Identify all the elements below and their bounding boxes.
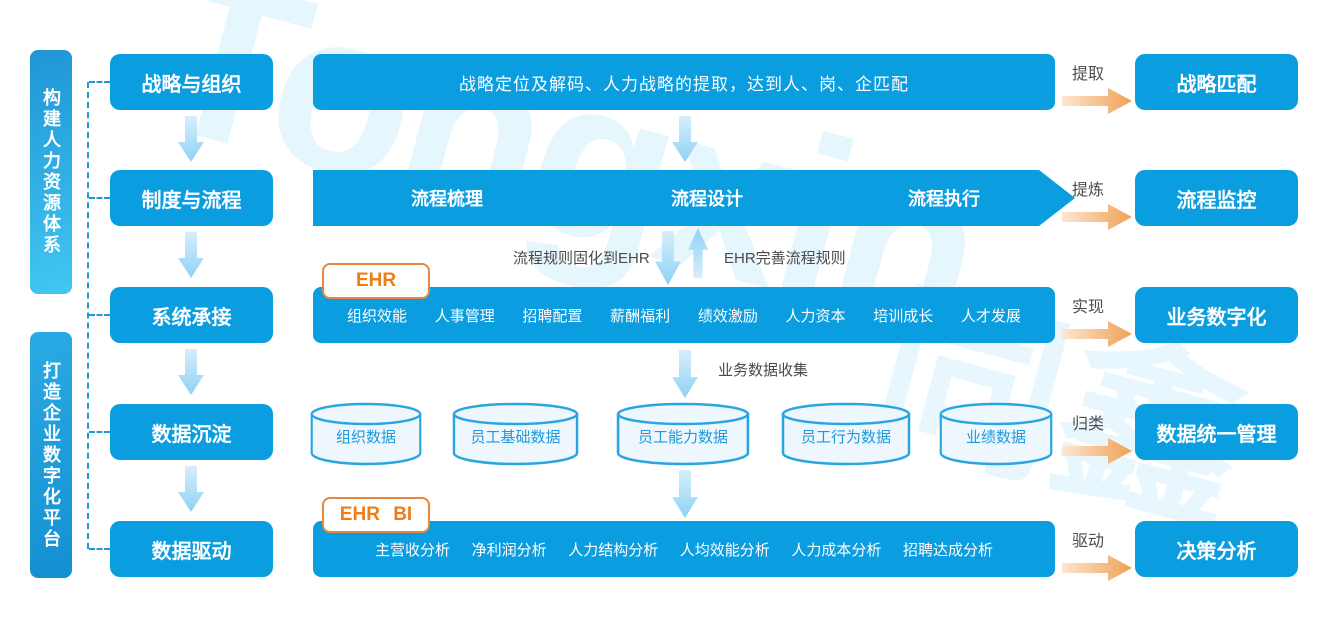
right-arrow-icon [1062,204,1132,230]
db-cylinder-performance-data: 业绩数据 [939,402,1053,466]
cylinder-label: 员工行为数据 [800,429,891,446]
up-arrow-icon [688,228,708,278]
stage-data-drive: 数据驱动 [110,521,273,577]
dashed-connector-stub [89,197,110,199]
chevron-process-execute: 流程执行 [793,170,1075,226]
cylinder-label: 员工基础数据 [470,429,561,446]
module-item: 主营收分析 [375,541,451,559]
sidebar-group-hr-system: 构建人力资源体系 [30,50,72,294]
down-arrow-icon [672,116,698,162]
data-collect-note: 业务数据收集 [718,362,809,379]
output-arrow-label: 驱动 [1071,533,1104,550]
process-chevron-row: 流程梳理 流程设计 流程执行 [313,170,1055,226]
dashed-connector-stub [89,548,110,550]
down-arrow-icon [178,232,204,278]
result-business-digital: 业务数字化 [1135,287,1298,343]
ehr-tag: EHR [322,263,430,299]
module-item: 人事管理 [434,307,495,325]
output-arrow-label: 提炼 [1071,182,1104,199]
bi-modules-bar: 主营收分析 净利润分析 人力结构分析 人均效能分析 人力成本分析 招聘达成分析 [313,521,1055,577]
dashed-connector-line [87,82,89,549]
cylinder-label: 组织数据 [335,429,396,446]
strategy-bar: 战略定位及解码、人力战略的提取，达到人、岗、企匹配 [313,54,1055,110]
result-decision-analysis: 决策分析 [1135,521,1298,577]
module-item: 人才发展 [960,307,1021,325]
module-item: 招聘配置 [522,307,583,325]
dashed-connector-stub [89,81,110,83]
module-item: 薪酬福利 [610,307,671,325]
ehr-bi-tag: EHR BI [322,497,430,533]
output-arrow-label: 归类 [1071,416,1104,433]
right-arrow-icon [1062,321,1132,347]
module-item: 净利润分析 [471,541,547,559]
down-arrow-icon [178,116,204,162]
module-item: 人力成本分析 [791,541,882,559]
down-arrow-icon [178,349,204,395]
cylinder-label: 员工能力数据 [637,429,728,446]
watermark-cjk: 同鑫 [855,263,1266,558]
stage-system-carry: 系统承接 [110,287,273,343]
chevron-process-sort: 流程梳理 [313,170,609,226]
down-arrow-icon [672,470,698,518]
sidebar-group-label: 打造企业数字化平台 [41,360,61,550]
right-arrow-icon [1062,555,1132,581]
module-item: 人力结构分析 [568,541,659,559]
rule-to-ehr-note: 流程规则固化到EHR [513,250,650,267]
result-process-monitor: 流程监控 [1135,170,1298,226]
dashed-connector-stub [89,431,110,433]
dashed-connector-stub [89,314,110,316]
result-data-unified-mgmt: 数据统一管理 [1135,404,1298,460]
db-cylinder-emp-base-data: 员工基础数据 [452,402,579,466]
cylinder-label: 业绩数据 [965,429,1026,446]
module-item: 招聘达成分析 [902,541,993,559]
down-arrow-icon [655,231,681,285]
ehr-improve-note: EHR完善流程规则 [724,250,846,267]
output-arrow-label: 提取 [1071,66,1104,83]
result-strategy-match: 战略匹配 [1135,54,1298,110]
module-item: 人力资本 [785,307,846,325]
stage-policy-process: 制度与流程 [110,170,273,226]
right-arrow-icon [1062,438,1132,464]
module-item: 人均效能分析 [679,541,770,559]
stage-data-deposit: 数据沉淀 [110,404,273,460]
sidebar-group-label: 构建人力资源体系 [41,88,61,256]
stage-strategy-org: 战略与组织 [110,54,273,110]
module-item: 培训成长 [873,307,934,325]
module-item: 绩效激励 [697,307,758,325]
down-arrow-icon [178,466,204,512]
chevron-process-design: 流程设计 [553,170,841,226]
sidebar-group-digital-platform: 打造企业数字化平台 [30,332,72,578]
ehr-modules-bar: 组织效能 人事管理 招聘配置 薪酬福利 绩效激励 人力资本 培训成长 人才发展 [313,287,1055,343]
db-cylinder-emp-behavior-data: 员工行为数据 [781,402,911,466]
down-arrow-icon [672,350,698,398]
output-arrow-label: 实现 [1071,299,1104,316]
db-cylinder-org-data: 组织数据 [310,402,422,466]
module-item: 组织效能 [347,307,408,325]
right-arrow-icon [1062,88,1132,114]
db-cylinder-emp-ability-data: 员工能力数据 [616,402,750,466]
